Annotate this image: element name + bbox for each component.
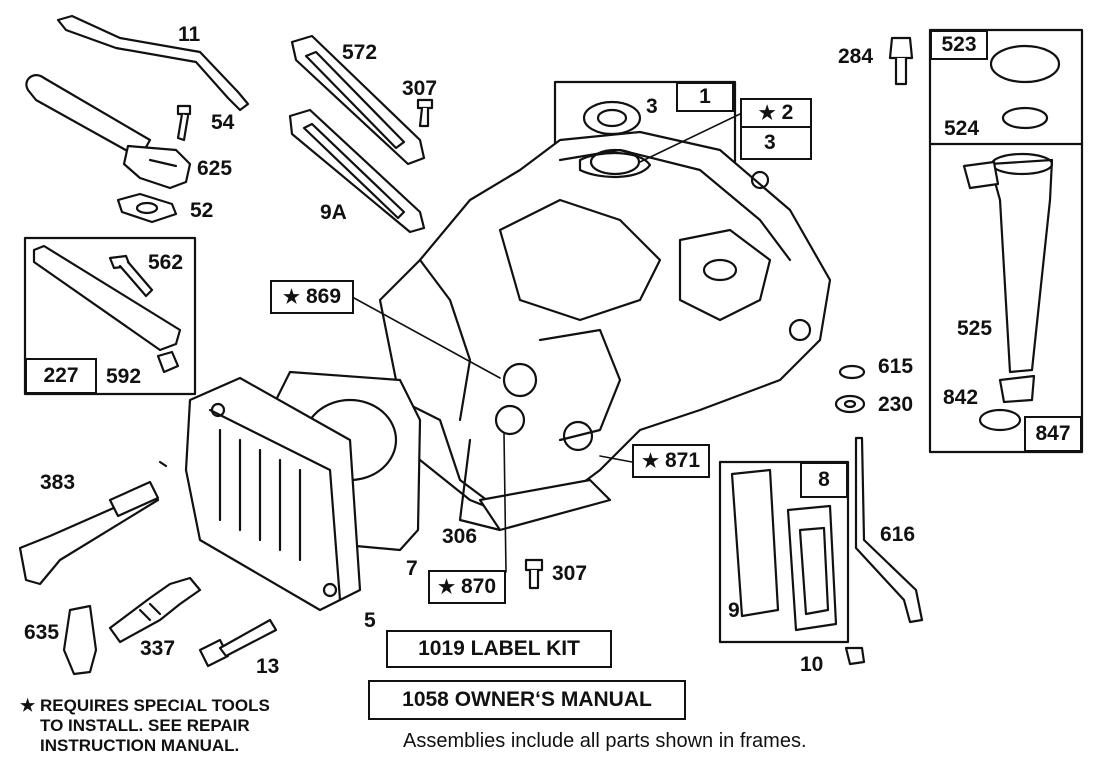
callout-383: 383 [40, 471, 76, 494]
callout-562: 562 [148, 251, 184, 274]
leader-lines [353, 113, 741, 573]
screw-307-top-drawing [416, 98, 434, 128]
frame-label-227-text: 227 [43, 364, 79, 387]
plug-284-drawing [888, 36, 914, 86]
frame-label-870: ★ 870 [428, 570, 506, 604]
callout-13: 13 [256, 655, 280, 678]
frame-label-847: 847 [1024, 416, 1082, 452]
star-icon: ★ [758, 102, 776, 124]
callout-52: 52 [190, 199, 214, 222]
star-icon: ★ [437, 576, 455, 598]
breather-plate-drawing [290, 34, 426, 166]
star-icon: ★ [641, 450, 659, 472]
callout-572: 572 [342, 41, 378, 64]
plug-615-drawing [838, 364, 866, 380]
frame-label-523: 523 [930, 30, 988, 60]
dipstick-tube-drawing [56, 14, 250, 112]
callout-9: 9 [728, 599, 740, 622]
oil-seal-drawing [582, 100, 642, 136]
breather-tube-drawing [25, 74, 192, 190]
frame-label-871: ★ 871 [632, 444, 710, 478]
callout-230: 230 [878, 393, 914, 416]
star-icon: ★ [20, 696, 36, 715]
callout-306: 306 [442, 525, 478, 548]
note-line-1: ★ REQUIRES SPECIAL TOOLS [20, 696, 270, 716]
note-line-2: TO INSTALL. SEE REPAIR [40, 716, 250, 735]
callout-842: 842 [943, 386, 979, 409]
rod-616-drawing [854, 436, 924, 624]
callout-592: 592 [106, 365, 142, 388]
frame-label-3: 3 [740, 126, 812, 160]
spark-plug-boot-drawing [62, 604, 98, 676]
callout-337: 337 [140, 637, 176, 660]
frame-label-871-text: 871 [665, 449, 701, 472]
gasket-drawing [116, 192, 178, 224]
callout-625: 625 [197, 157, 233, 180]
frame-label-1: 1 [676, 82, 734, 112]
gasket-306-drawing [478, 478, 612, 532]
frame-227 [23, 236, 197, 396]
frame-label-3-text: 3 [764, 131, 776, 154]
callout-11: 11 [178, 23, 201, 46]
callout-307-bottom: 307 [552, 562, 588, 585]
label-kit-box: 1019 LABEL KIT [386, 630, 612, 668]
star-icon: ★ [282, 286, 300, 308]
frame-label-847-text: 847 [1035, 422, 1071, 445]
frame-label-870-text: 870 [461, 575, 497, 598]
callout-635: 635 [24, 621, 60, 644]
screw-drawing [176, 104, 192, 142]
frame-label-2: ★ 2 [740, 98, 812, 128]
special-tools-note: ★ REQUIRES SPECIAL TOOLS TO INSTALL. SEE… [20, 696, 270, 756]
frame-label-869-text: 869 [306, 285, 342, 308]
callout-7: 7 [406, 557, 418, 580]
callout-525: 525 [957, 317, 993, 340]
frame-label-227: 227 [25, 358, 97, 394]
frame-847 [928, 28, 1084, 454]
callout-3: 3 [646, 95, 658, 118]
cylinder-head-drawing [184, 376, 362, 612]
frame-label-1-text: 1 [699, 85, 711, 108]
frame-label-869: ★ 869 [270, 280, 354, 314]
callout-54: 54 [211, 111, 235, 134]
frame-label-2-text: 2 [781, 101, 794, 124]
callout-524: 524 [944, 117, 980, 140]
callout-5: 5 [364, 609, 376, 632]
callout-10: 10 [800, 653, 824, 676]
owners-manual-text: 1058 OWNER‘S MANUAL [402, 688, 652, 711]
note-line-3: INSTRUCTION MANUAL. [40, 736, 240, 755]
frame-label-523-text: 523 [941, 33, 977, 56]
callout-284: 284 [838, 45, 874, 68]
breather-gasket-drawing [288, 108, 426, 234]
note-line-1-text: REQUIRES SPECIAL TOOLS [39, 696, 270, 715]
callout-616: 616 [880, 523, 916, 546]
frame-label-8-text: 8 [818, 468, 830, 491]
bolt-13-drawing [198, 618, 278, 668]
screw-307-bottom-drawing [524, 558, 544, 590]
label-kit-text: 1019 LABEL KIT [418, 637, 580, 660]
tool-383-drawing [18, 460, 168, 586]
callout-9a: 9A [320, 201, 347, 224]
frame-label-8: 8 [800, 462, 848, 498]
owners-manual-box: 1058 OWNER‘S MANUAL [368, 680, 686, 720]
callout-615: 615 [878, 355, 914, 378]
callout-307-top: 307 [402, 77, 438, 100]
spark-plug-drawing [108, 576, 202, 644]
screw-10-drawing [844, 646, 866, 666]
frame-8 [718, 460, 850, 644]
washer-230-drawing [834, 394, 866, 414]
assemblies-footnote: Assemblies include all parts shown in fr… [403, 730, 807, 752]
